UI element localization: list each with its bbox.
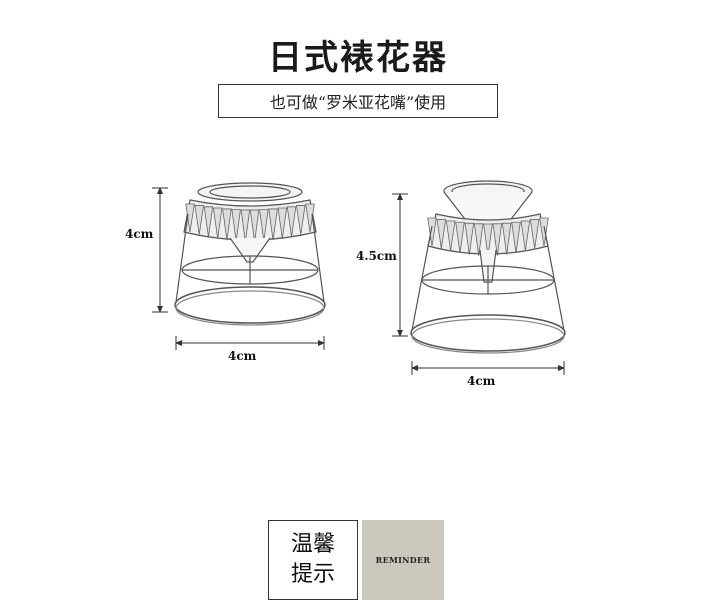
left-petal-teeth [185, 203, 315, 242]
petal-tooth [268, 208, 278, 241]
petal-tooth [501, 222, 512, 255]
petal-tooth [483, 223, 493, 257]
right-width-label: 4cm [467, 374, 496, 388]
petal-tooth [436, 219, 447, 249]
reminder-tag: REMINDER [362, 520, 444, 600]
left-nozzle-drawing [174, 182, 326, 326]
petal-tooth [203, 206, 214, 237]
petal-tooth [277, 207, 288, 239]
left-width-label: 4cm [228, 349, 257, 363]
reminder-text: REMINDER [375, 555, 431, 565]
petal-tooth [520, 220, 531, 252]
petal-tooth [511, 221, 521, 254]
petal-tooth [286, 206, 297, 237]
petal-tooth [240, 209, 251, 242]
right-petal-teeth [427, 217, 549, 257]
petal-tooth [296, 205, 306, 235]
petal-tooth [194, 205, 204, 235]
petal-tooth [492, 223, 503, 256]
notice-line-2: 提示 [290, 562, 335, 587]
petal-tooth [259, 209, 269, 242]
petal-tooth [464, 222, 475, 255]
right-nozzle-drawing [410, 180, 566, 354]
notice-box: 温馨 提示 [268, 520, 358, 600]
petal-tooth [212, 207, 223, 239]
petal-tooth [455, 221, 465, 254]
subtitle-box: 也可做“罗米亚花嘴”使用 [218, 84, 498, 118]
petal-tooth [222, 208, 232, 241]
notice-line-1: 温馨 [290, 532, 335, 557]
petal-tooth [231, 209, 241, 242]
petal-tooth [249, 209, 260, 242]
subtitle-text: 也可做“罗米亚花嘴”使用 [269, 93, 447, 112]
petal-tooth [445, 220, 456, 252]
petal-tooth [473, 223, 484, 256]
petal-tooth [529, 219, 540, 249]
petal-tooth [539, 217, 549, 247]
page-title: 日式裱花器 [268, 38, 448, 78]
right-height-label: 4.5cm [356, 249, 397, 263]
petal-tooth [427, 217, 437, 247]
left-height-label: 4cm [125, 227, 154, 241]
